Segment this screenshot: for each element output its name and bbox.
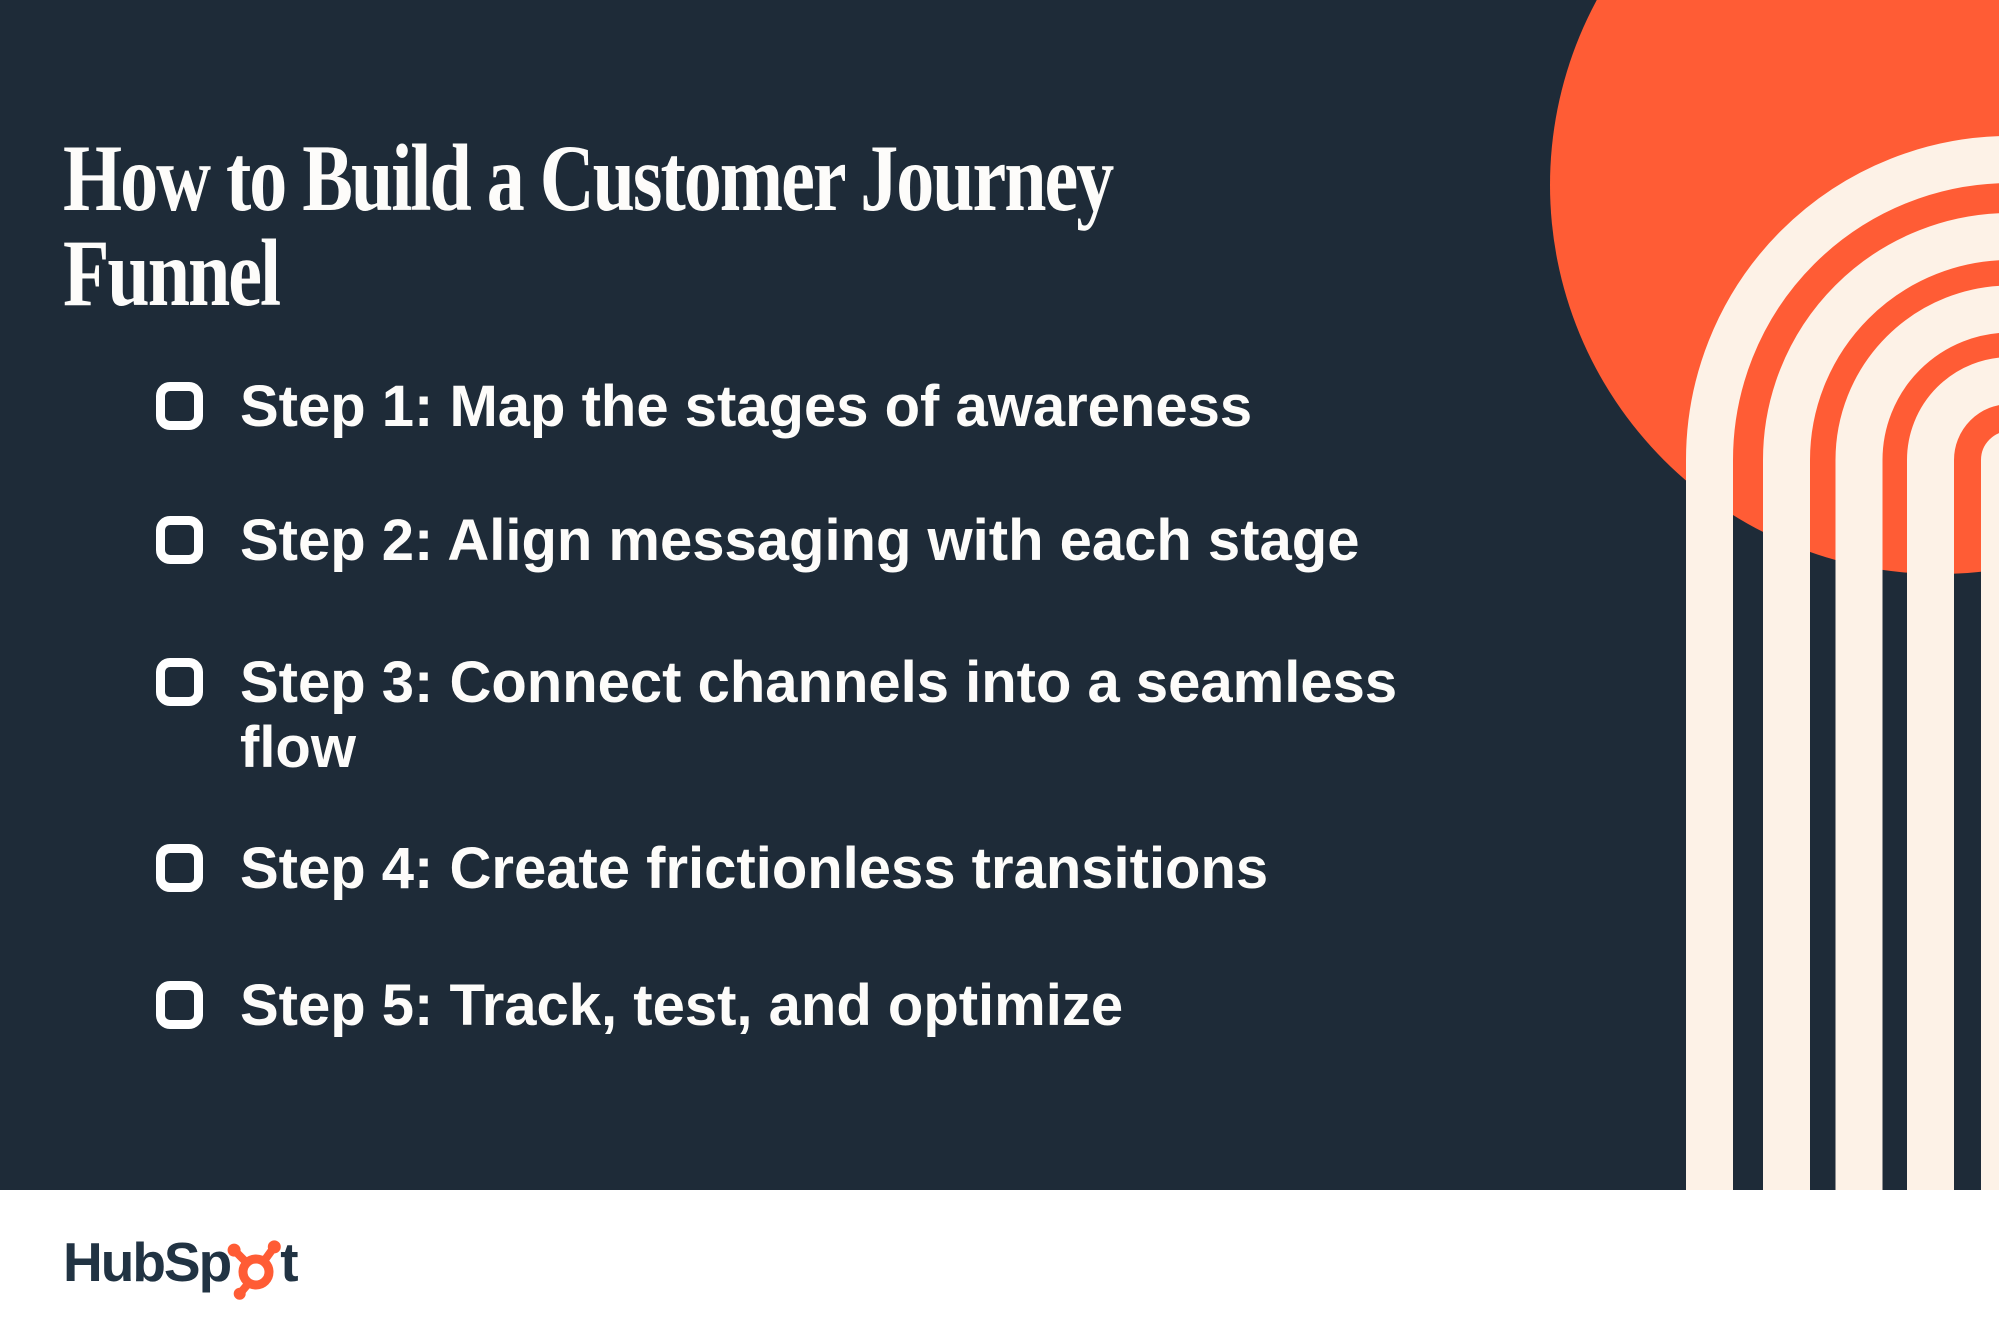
corner-decoration bbox=[1550, 0, 1999, 1190]
slide-body-panel: How to Build a Customer Journey Funnel S… bbox=[0, 0, 1999, 1190]
step-label: Step 3: Connect channels into a seamless… bbox=[240, 650, 1398, 780]
logo-text-prefix: HubSp bbox=[63, 1230, 232, 1293]
step-label: Step 4: Create frictionless transitions bbox=[240, 836, 1269, 901]
step-label: Step 1: Map the stages of awareness bbox=[240, 374, 1253, 439]
step-label: Step 2: Align messaging with each stage bbox=[240, 508, 1360, 573]
step-label: Step 5: Track, test, and optimize bbox=[240, 973, 1124, 1038]
hubspot-logo: HubSp t bbox=[63, 1190, 299, 1333]
arc-stripe-2 bbox=[1763, 213, 1999, 1190]
step-row-5: Step 5: Track, test, and optimize bbox=[156, 973, 1123, 1038]
step-row-3: Step 3: Connect channels into a seamless… bbox=[156, 650, 1397, 780]
page-title: How to Build a Customer Journey Funnel bbox=[63, 125, 1114, 326]
hubspot-logo-lockup: HubSp t bbox=[63, 1230, 299, 1300]
checkbox-outline-icon bbox=[156, 844, 203, 892]
logo-text-suffix: t bbox=[280, 1230, 298, 1293]
footer-bar: HubSp t bbox=[0, 1190, 1999, 1333]
checkbox-outline-icon bbox=[156, 981, 203, 1029]
checkbox-outline-icon bbox=[156, 658, 203, 706]
step-row-2: Step 2: Align messaging with each stage bbox=[156, 508, 1359, 573]
arc-stripe-1 bbox=[1686, 136, 1999, 1190]
checkbox-outline-icon bbox=[156, 516, 203, 564]
hubspot-sprocket-icon bbox=[227, 1239, 282, 1300]
arc-stripe-3 bbox=[1835, 285, 1999, 1190]
arc-stripe-4 bbox=[1907, 357, 1999, 1190]
checkbox-outline-icon bbox=[156, 382, 203, 430]
step-row-4: Step 4: Create frictionless transitions bbox=[156, 836, 1268, 901]
step-row-1: Step 1: Map the stages of awareness bbox=[156, 374, 1252, 439]
